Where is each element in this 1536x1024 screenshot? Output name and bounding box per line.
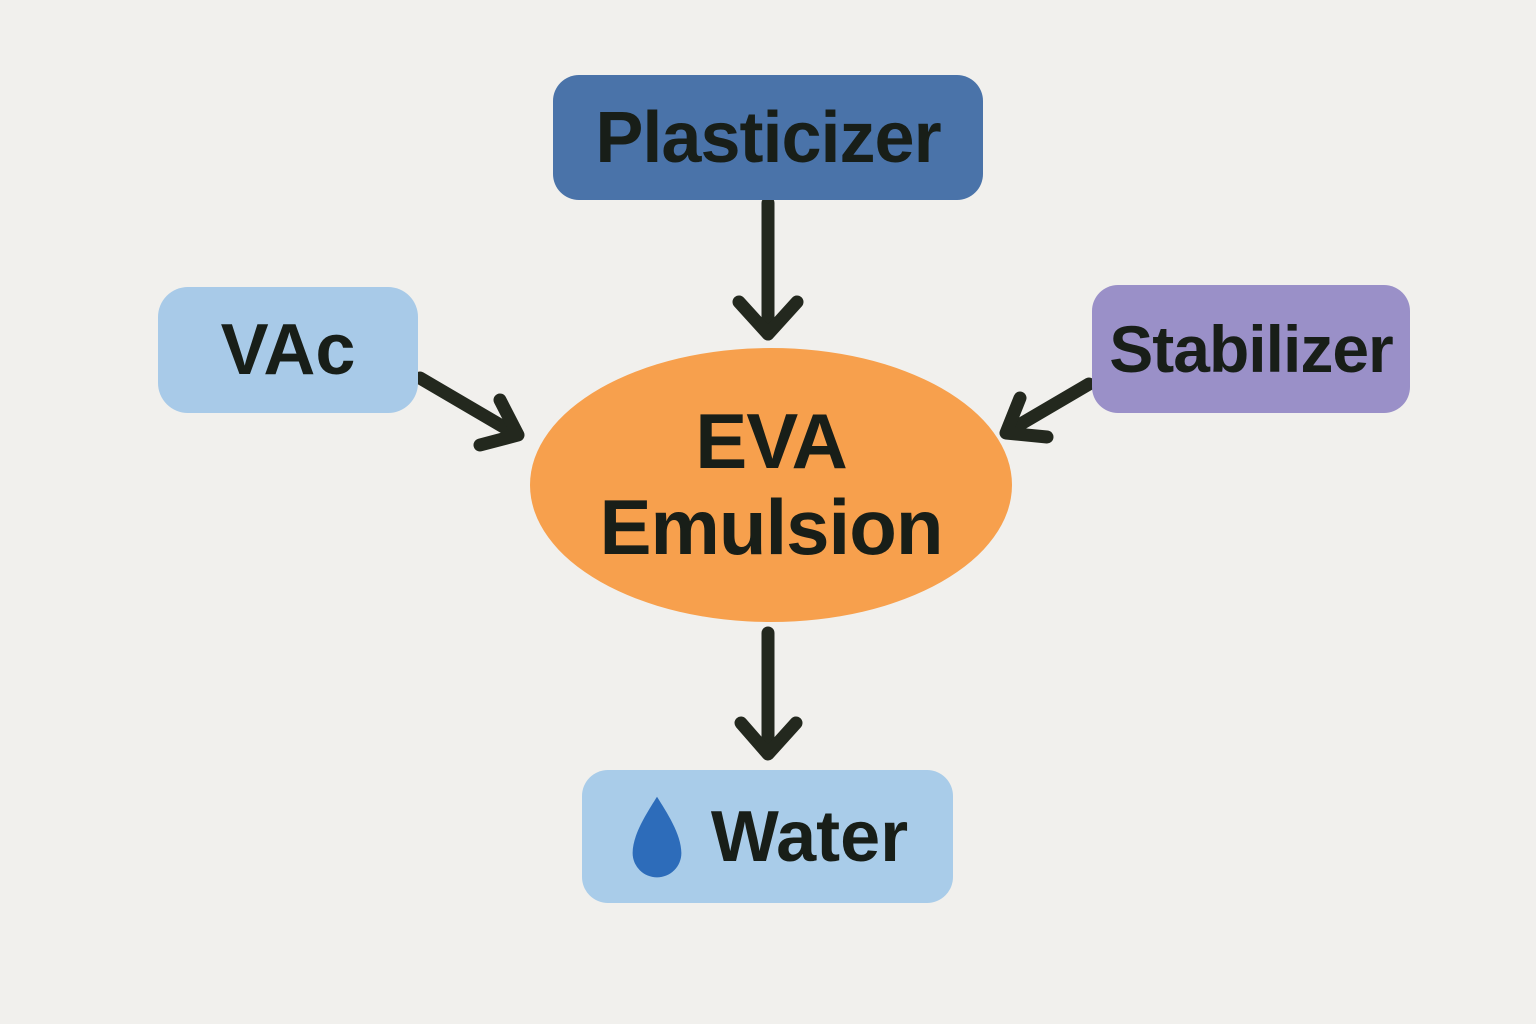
node-eva-emulsion: EVA Emulsion	[530, 348, 1012, 622]
node-vac: VAc	[158, 287, 418, 413]
arrow-plasticizer-to-eva	[732, 196, 804, 341]
node-plasticizer-label: Plasticizer	[595, 97, 941, 178]
arrow-stabilizer-to-eva	[999, 377, 1096, 444]
node-water-label: Water	[710, 796, 909, 877]
eva-label-line-1: EVA	[695, 397, 848, 486]
arrow-eva-to-water	[734, 626, 803, 761]
node-water: Water	[582, 770, 953, 903]
water-drop-icon	[632, 796, 682, 877]
node-plasticizer: Plasticizer	[553, 75, 983, 200]
node-vac-label: VAc	[220, 310, 356, 390]
arrow-vac-to-eva	[413, 371, 525, 452]
eva-label-line-2: Emulsion	[599, 483, 943, 571]
node-stabilizer: Stabilizer	[1092, 285, 1410, 413]
node-eva-emulsion-label: EVA Emulsion	[599, 397, 943, 571]
node-stabilizer-label: Stabilizer	[1109, 312, 1393, 386]
